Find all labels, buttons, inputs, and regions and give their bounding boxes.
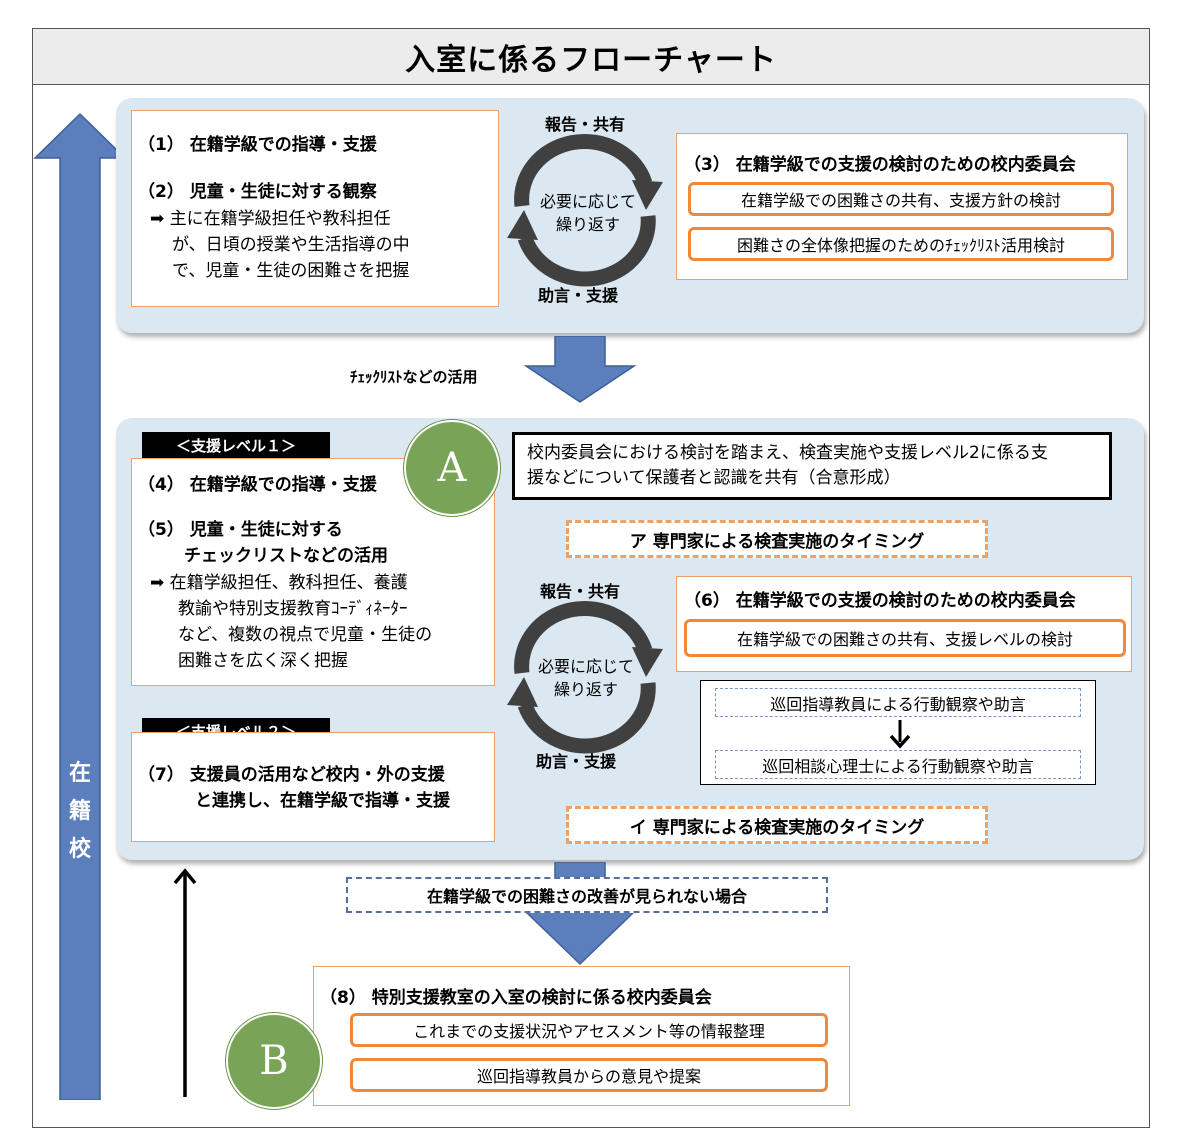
- item8-heading: （8） 特別支援教室の入室の検討に係る校内委員会: [320, 988, 712, 1008]
- advice-support-label-1: 助言・支援: [537, 286, 618, 305]
- item4-heading: （4） 在籍学級での指導・支援: [138, 475, 377, 495]
- item3-pill-2: 困難さの全体像把握のためのﾁｪｯｸﾘｽﾄ活用検討: [688, 227, 1114, 261]
- side-label-zaiseki: 在 籍 校: [68, 761, 91, 862]
- item5-heading-1: （5） 児童・生徒に対する: [138, 520, 343, 540]
- checklist-use-label: ﾁｪｯｸﾘｽﾄなどの活用: [350, 368, 478, 386]
- item3-pill-1: 在籍学級での困難さの共有、支援方針の検討: [688, 182, 1114, 216]
- return-up-arrow: [173, 868, 197, 1097]
- report-share-label-2: 報告・共有: [539, 582, 620, 601]
- advice-support-label-2: 助言・支援: [535, 752, 616, 771]
- item2-line-2: が、日頃の授業や生活指導の中: [172, 235, 410, 255]
- item8-pill-2: 巡回指導教員からの意見や提案: [350, 1058, 828, 1092]
- cycle-arrows-2: [507, 601, 663, 754]
- report-share-label-1: 報告・共有: [544, 115, 625, 134]
- side-up-arrow: [33, 112, 127, 1100]
- visit-down-arrow: [889, 720, 911, 749]
- item8-pill-1: これまでの支援状況やアセスメント等の情報整理: [350, 1013, 828, 1047]
- item7-line-2: と連携し、在籍学級で指導・支援: [195, 791, 450, 811]
- item2-heading: （2） 児童・生徒に対する観察: [138, 182, 377, 202]
- timing-i-box: イ 専門家による検査実施のタイミング: [566, 806, 988, 844]
- cycle-arrows-1: [507, 134, 663, 287]
- visit-teacher-box: 巡回指導教員による行動観察や助言: [715, 688, 1081, 717]
- agreement-box: 校内委員会における検討を踏まえ、検査実施や支援レベル2に係る支 援などについて保…: [512, 432, 1112, 500]
- item1-heading: （1） 在籍学級での指導・支援: [138, 135, 377, 155]
- marker-a: A: [404, 420, 500, 516]
- item7-line-1: （7） 支援員の活用など校内・外の支援: [138, 765, 445, 785]
- item5-heading-2: チェックリストなどの活用: [184, 546, 388, 566]
- item5-body-1: ➡ 在籍学級担任、教科担任、養護: [150, 573, 408, 593]
- visit-psychologist-box: 巡回相談心理士による行動観察や助言: [715, 750, 1081, 779]
- support-level-1-tag: ＜支援レベル１＞: [142, 432, 330, 458]
- item2-line-3: で、児童・生徒の困難さを把握: [172, 261, 410, 281]
- item6-heading: （6） 在籍学級での支援の検討のための校内委員会: [684, 591, 1076, 611]
- item3-heading: （3） 在籍学級での支援の検討のための校内委員会: [684, 155, 1076, 175]
- item7-box: [131, 732, 495, 842]
- cycle-center-1: 必要に応じて 繰り返す: [539, 192, 636, 234]
- item1-2-box: [131, 110, 499, 307]
- item5-body-2: 教諭や特別支援教育ｺｰﾃﾞｨﾈｰﾀｰ: [178, 599, 408, 619]
- item2-line-1: ➡ 主に在籍学級担任や教科担任: [150, 209, 391, 229]
- item6-pill: 在籍学級での困難さの共有、支援レベルの検討: [684, 619, 1126, 657]
- down-arrow-1: [523, 336, 637, 403]
- cycle-center-2: 必要に応じて 繰り返す: [537, 657, 634, 699]
- timing-a-box: ア 専門家による検査実施のタイミング: [566, 520, 988, 558]
- condition-box: 在籍学級での困難さの改善が見られない場合: [346, 877, 828, 913]
- item5-body-3: など、複数の視点で児童・生徒の: [178, 625, 433, 645]
- marker-b: B: [226, 1013, 322, 1109]
- item5-body-4: 困難さを広く深く把握: [178, 651, 348, 671]
- page-title: 入室に係るフローチャート: [33, 29, 1149, 85]
